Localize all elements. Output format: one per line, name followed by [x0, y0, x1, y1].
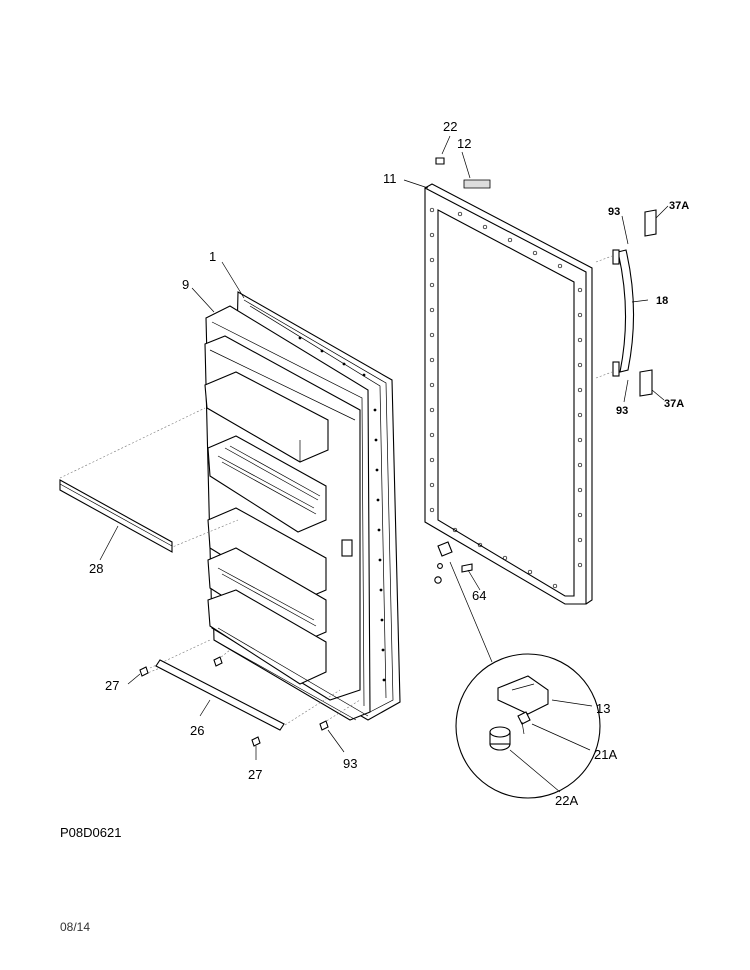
callout-64: 64: [472, 588, 487, 603]
callout-13: 13: [596, 701, 611, 716]
part-26-bottom-rail: [155, 659, 285, 731]
callout-26: 26: [190, 723, 205, 738]
callout-37a-bottom: 37A: [664, 398, 685, 410]
callout-18: 18: [656, 295, 669, 307]
hinge-parts-small: [434, 541, 473, 584]
callout-12: 12: [457, 136, 472, 151]
callout-21a: 21A: [594, 747, 618, 762]
screws-left: [139, 656, 329, 747]
callout-37a-top: 37A: [669, 200, 690, 212]
part-22-plug: [435, 157, 445, 165]
callout-93-left: 93: [343, 756, 358, 771]
callout-27-bottom: 27: [248, 767, 263, 782]
callout-9: 9: [182, 277, 190, 292]
revision-date: 08/14: [60, 920, 91, 934]
detail-magnifier: [455, 653, 601, 799]
callout-1: 1: [209, 249, 217, 264]
callout-93-bottom: 93: [616, 405, 629, 417]
diagram-code: P08D0621: [60, 825, 122, 840]
callout-22a: 22A: [555, 793, 579, 808]
part-12-plate: [463, 179, 491, 189]
door-frame: [424, 183, 593, 605]
callout-93-top: 93: [608, 206, 621, 218]
part-28-shelf-rail: [59, 479, 173, 553]
callout-22: 22: [443, 119, 458, 134]
part-18-handle: [612, 209, 657, 397]
callout-11: 11: [383, 171, 397, 186]
callout-28: 28: [89, 561, 104, 576]
door-assembly: [204, 291, 401, 721]
callout-27: 27: [105, 678, 120, 693]
door-shelves: [204, 371, 329, 685]
